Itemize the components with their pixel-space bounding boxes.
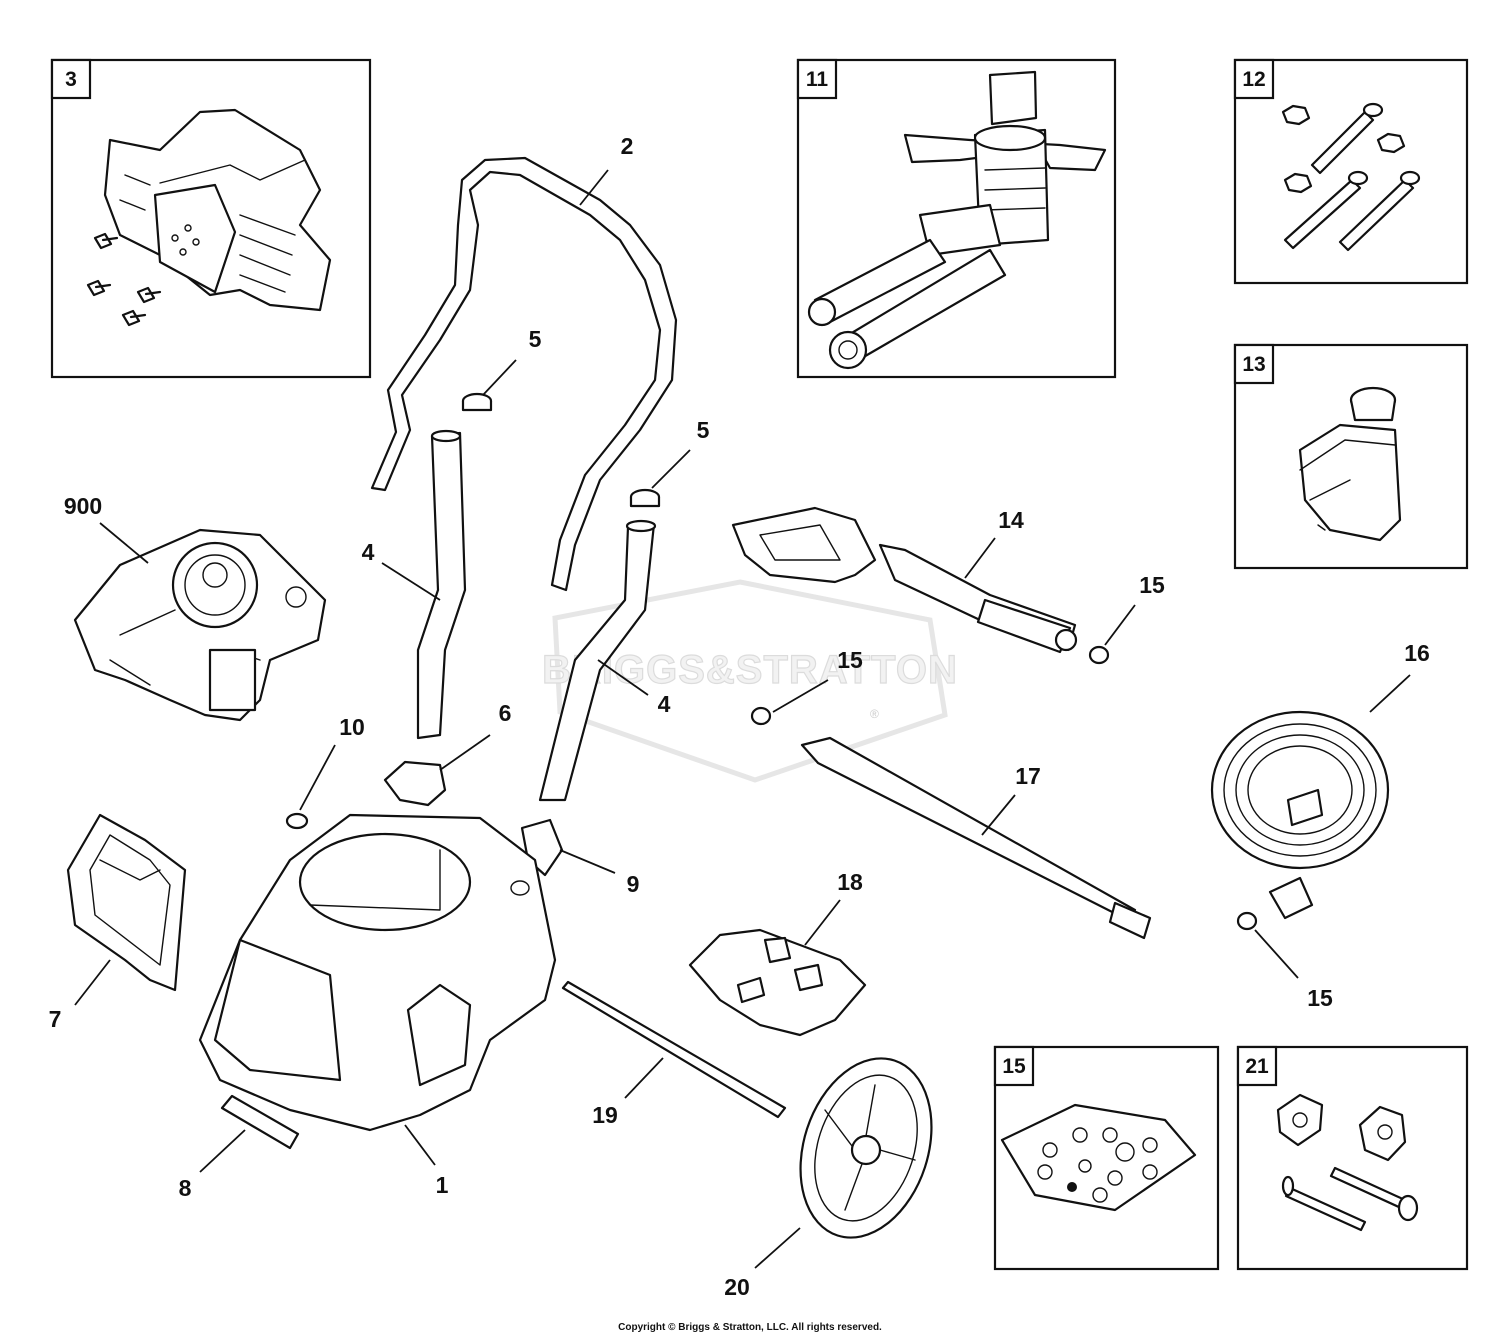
oring-10-icon bbox=[285, 812, 309, 830]
leader-lines bbox=[74, 169, 1411, 1269]
knob-icons bbox=[1276, 1093, 1407, 1162]
callout-16: 16 bbox=[1404, 640, 1430, 666]
oring-15-icons bbox=[750, 645, 1258, 931]
callout-10: 10 bbox=[339, 714, 365, 740]
inset-label-11: 11 bbox=[806, 68, 829, 91]
lower-handle-right-part bbox=[538, 519, 657, 802]
lower-handle-left-part bbox=[416, 429, 467, 740]
watermark-logo: BRIGGS&STRATTON ® bbox=[542, 579, 957, 783]
pump-part bbox=[807, 70, 1107, 370]
carriage-bolt-icons bbox=[1281, 1166, 1419, 1232]
callout-4a: 4 bbox=[362, 539, 375, 565]
callout-5b: 5 bbox=[697, 417, 710, 443]
engine-part bbox=[73, 528, 327, 722]
callout-15a: 15 bbox=[1139, 572, 1165, 598]
callout-15c: 15 bbox=[1307, 985, 1333, 1011]
inset-box-12: 12 bbox=[1233, 58, 1469, 285]
callout-19: 19 bbox=[592, 1102, 618, 1128]
end-plug-icons bbox=[461, 392, 661, 508]
inset-label-3: 3 bbox=[65, 68, 77, 91]
inset-label-13: 13 bbox=[1242, 353, 1265, 376]
reservoir-part bbox=[1298, 386, 1402, 542]
inset-label-12: 12 bbox=[1242, 68, 1265, 91]
callout-900: 900 bbox=[64, 493, 102, 519]
axle-19-part bbox=[561, 980, 787, 1119]
wand-17-part bbox=[800, 736, 1152, 940]
callout-17: 17 bbox=[1015, 763, 1041, 789]
callout-5a: 5 bbox=[529, 326, 542, 352]
control-panel-part bbox=[103, 108, 332, 312]
callout-9: 9 bbox=[627, 871, 640, 897]
panel-screw-icons bbox=[86, 232, 162, 327]
inset-box-21: 21 bbox=[1236, 1045, 1469, 1271]
inset-box-11: 11 bbox=[796, 58, 1117, 379]
callout-2: 2 bbox=[621, 133, 634, 159]
callout-18: 18 bbox=[837, 869, 863, 895]
callout-20: 20 bbox=[724, 1274, 750, 1300]
handle-bracket-6-part bbox=[383, 760, 447, 807]
inset-box-15: 15 bbox=[993, 1045, 1220, 1271]
hose-16-part bbox=[1210, 710, 1390, 920]
callout-labels: 2 5 5 4 4 900 10 6 9 7 8 1 14 15 15 15 1… bbox=[49, 133, 1430, 1300]
inset-box-3: 3 bbox=[50, 58, 372, 379]
front-panel-7-part bbox=[66, 813, 187, 992]
copyright-notice: Copyright © Briggs & Stratton, LLC. All … bbox=[618, 1322, 882, 1333]
inset-label-21: 21 bbox=[1245, 1055, 1269, 1078]
callout-15b: 15 bbox=[837, 647, 863, 673]
spray-gun-14-part bbox=[731, 506, 1078, 654]
hex-bolt-icons bbox=[1283, 102, 1421, 252]
wheel-20-part bbox=[799, 1057, 933, 1239]
nozzle-kit-18-part bbox=[688, 928, 867, 1037]
callout-4b: 4 bbox=[658, 691, 671, 717]
base-frame-1-part bbox=[198, 813, 557, 1132]
callout-6: 6 bbox=[499, 700, 512, 726]
callout-8: 8 bbox=[179, 1175, 192, 1201]
watermark-mark: ® bbox=[870, 707, 879, 721]
callout-1: 1 bbox=[436, 1172, 449, 1198]
inset-label-15: 15 bbox=[1002, 1055, 1026, 1078]
oring-pack-part bbox=[1000, 1103, 1197, 1212]
callout-14: 14 bbox=[998, 507, 1024, 533]
callout-7: 7 bbox=[49, 1006, 62, 1032]
inset-box-13: 13 bbox=[1233, 343, 1469, 570]
upper-handle-part bbox=[370, 156, 678, 592]
hex-nut-icons bbox=[1281, 104, 1406, 194]
handle-grip-8-part bbox=[220, 1094, 300, 1150]
